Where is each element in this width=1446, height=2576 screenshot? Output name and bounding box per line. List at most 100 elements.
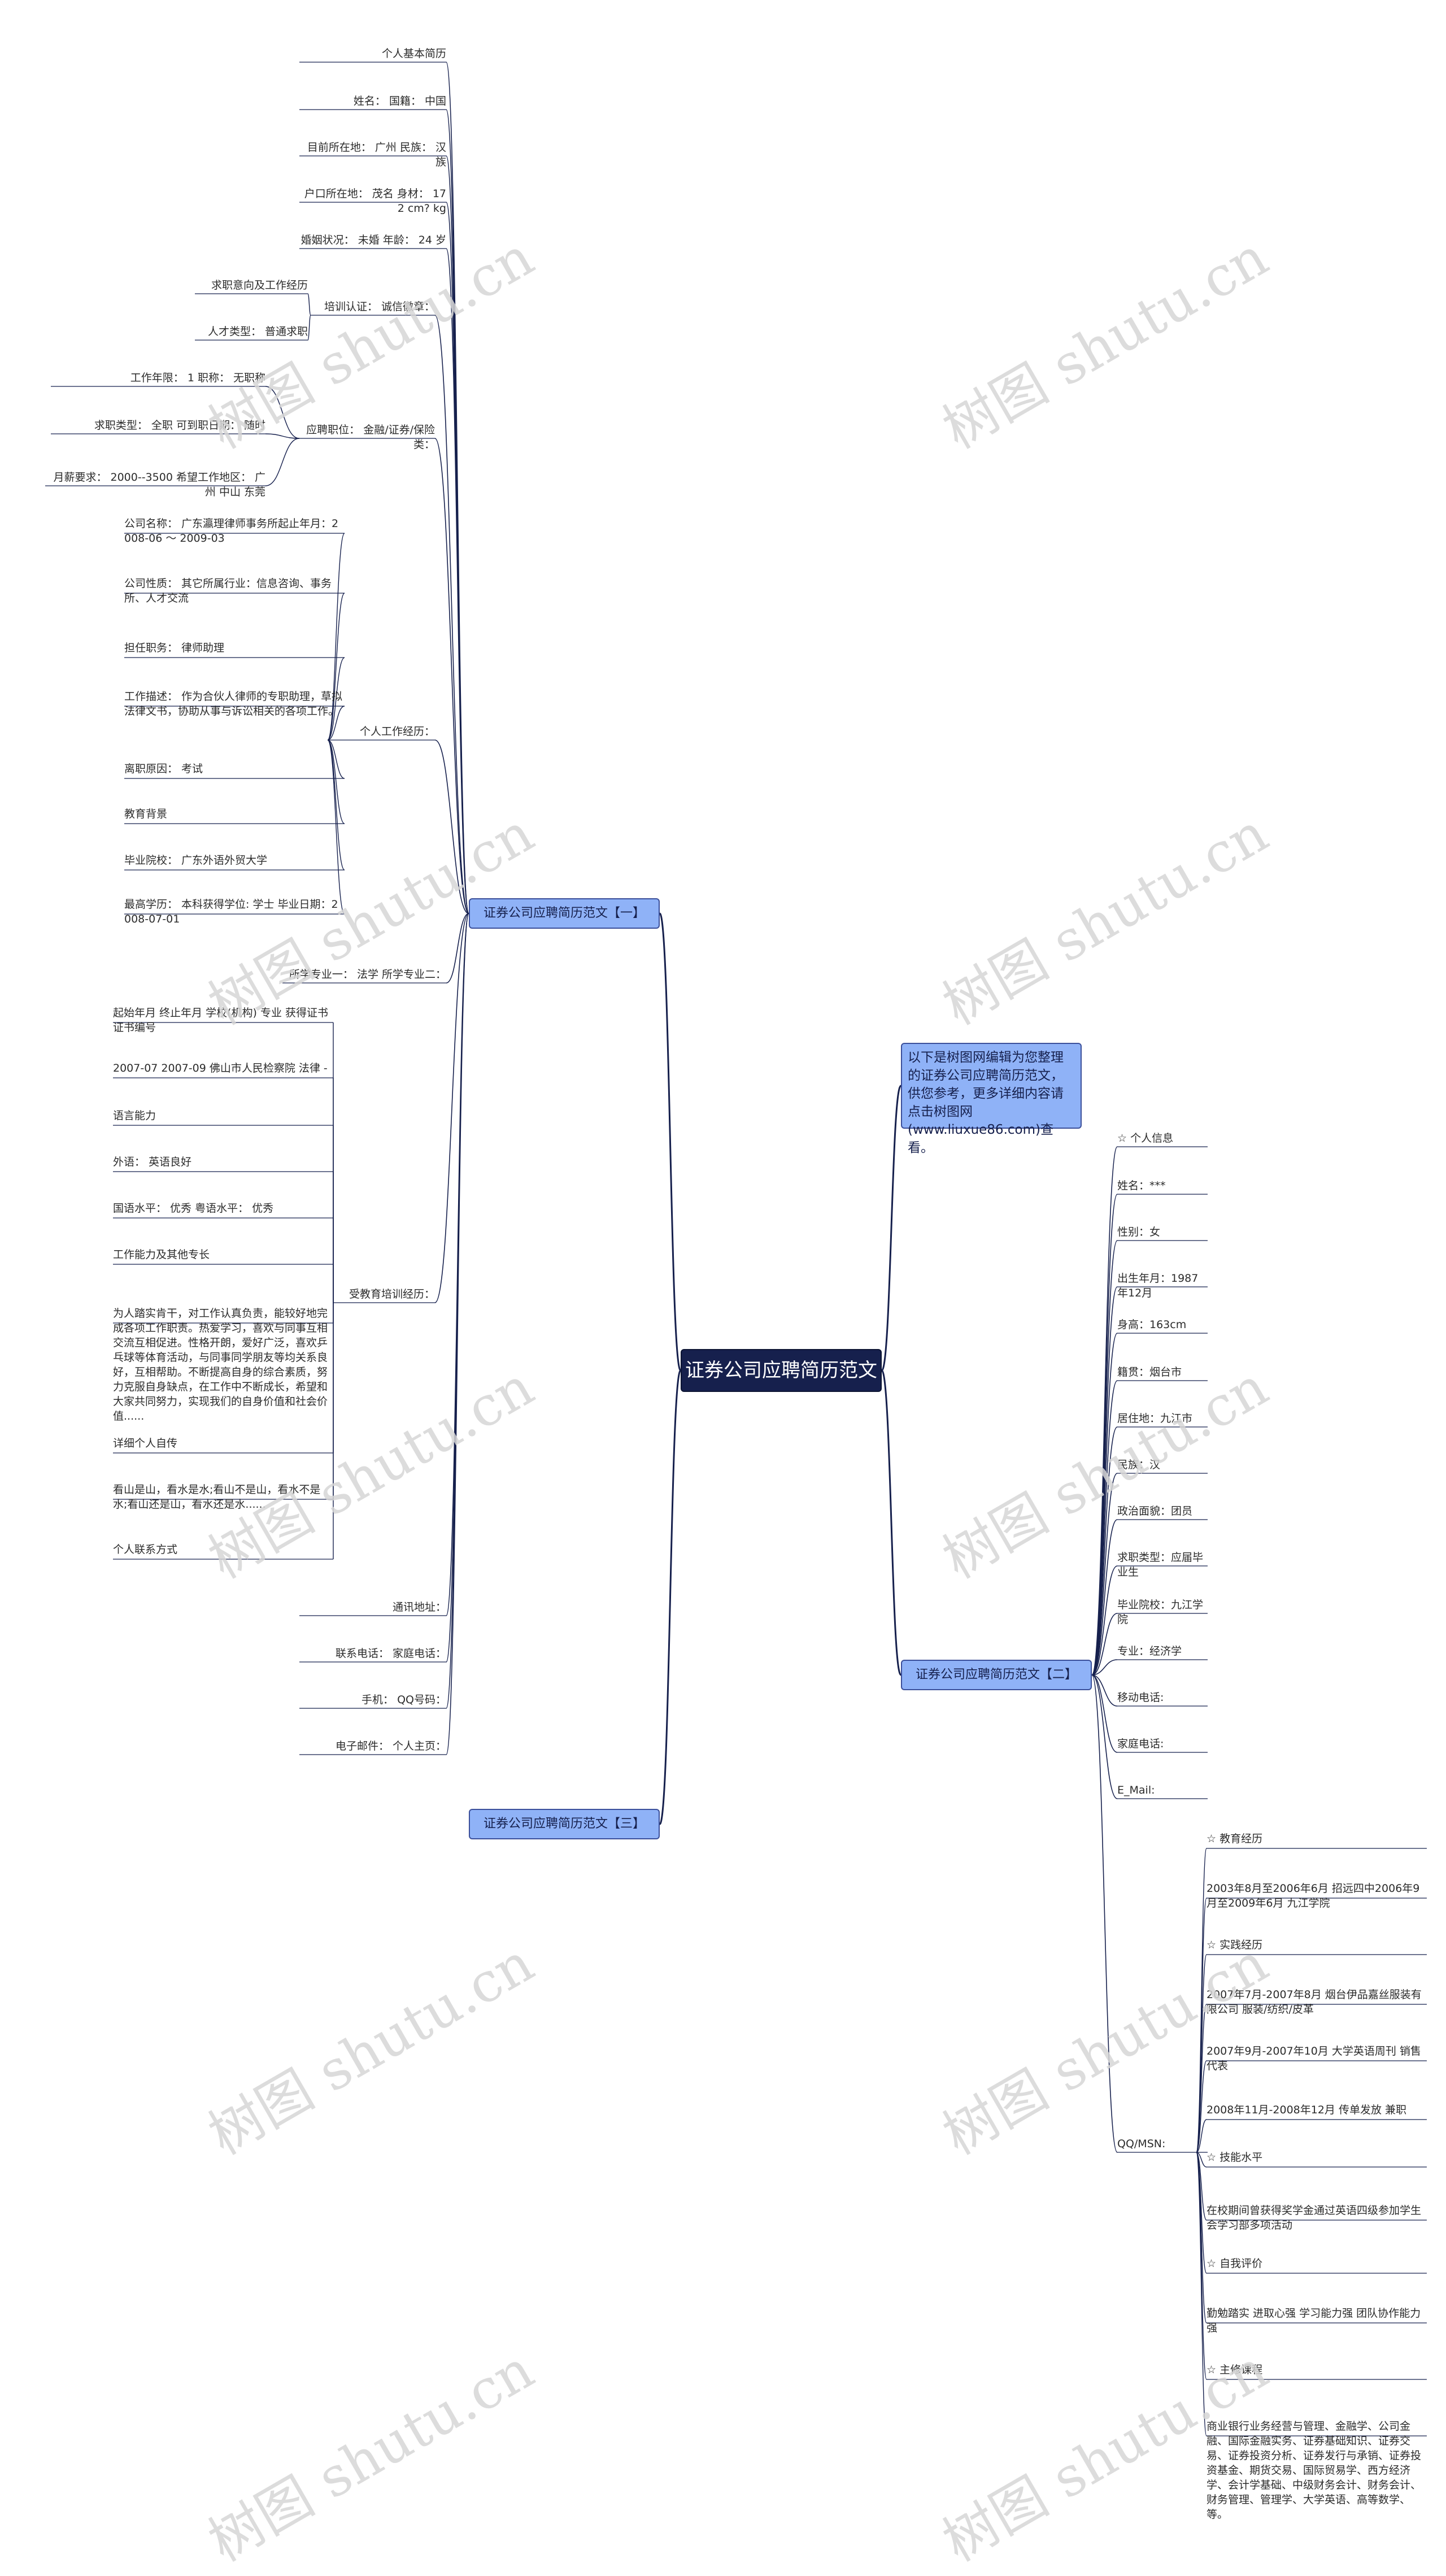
edu-child[interactable]: 外语： 英语良好 xyxy=(113,1156,192,1168)
edge-branch1-item xyxy=(446,913,469,1755)
branch2-item[interactable]: 求职类型：应届毕业生 xyxy=(1117,1551,1204,1578)
edge-branch2-item xyxy=(1091,1674,1118,1753)
qq-child[interactable]: 商业银行业务经营与管理、金融学、公司金融、国际金融实务、证券基础知识、证券交易、… xyxy=(1207,2420,1422,2521)
edu-child[interactable]: 语言能力 xyxy=(113,1109,156,1122)
branch2-item[interactable]: 性别：女 xyxy=(1117,1226,1161,1238)
edge-branch2-item xyxy=(1091,1473,1118,1676)
branch2-item[interactable]: QQ/MSN: xyxy=(1117,2138,1166,2150)
branch1-item[interactable]: 电子邮件： 个人主页： xyxy=(335,1740,446,1752)
work-child[interactable]: 工作描述： 作为合伙人律师的专职助理，草拟法律文书，协助从事与诉讼相关的各项工作… xyxy=(124,690,343,717)
branch1-item[interactable]: 个人工作经历： xyxy=(359,725,435,738)
edge-work-child xyxy=(327,533,345,741)
edge-position-child xyxy=(265,433,300,439)
branch2-item[interactable]: 姓名：*** xyxy=(1117,1180,1166,1192)
edu-child[interactable]: 看山是山，看水是水;看山不是山，看水不是水;看山还是山，看水还是水...... xyxy=(113,1483,321,1511)
cert-child[interactable]: 人才类型： 普通求职 xyxy=(207,325,308,338)
work-child[interactable]: 教育背景 xyxy=(124,808,168,820)
branch1-item[interactable]: 个人基本简历 xyxy=(381,47,446,60)
position-child[interactable]: 月薪要求： 2000--3500 希望工作地区： 广州 中山 东莞 xyxy=(53,471,265,498)
edu-child[interactable]: 为人踏实肯干，对工作认真负责，能较好地完成各项工作职责。热爱学习，喜欢与同事互相… xyxy=(113,1307,328,1422)
edge-branch1-item xyxy=(434,913,469,1303)
edge-qq-child xyxy=(1196,1898,1207,2153)
qq-child[interactable]: 勤勉踏实 进取心强 学习能力强 团队协作能力强 xyxy=(1207,2307,1421,2334)
work-child[interactable]: 毕业院校： 广东外语外贸大学 xyxy=(124,854,268,867)
edge-position-child xyxy=(265,438,300,486)
branch2-item[interactable]: 出生年月：1987年12月 xyxy=(1117,1272,1199,1299)
edge-qq-child xyxy=(1196,2152,1207,2168)
qq-child[interactable]: ☆ 主修课程 xyxy=(1207,2364,1263,2376)
branch2-item[interactable]: 身高：163cm xyxy=(1117,1319,1187,1331)
branch-2-node[interactable]: 证券公司应聘简历范文【二】 xyxy=(901,1660,1092,1690)
branch1-item[interactable]: 所学专业一： 法学 所学专业二： xyxy=(289,968,446,981)
branch-1-node[interactable]: 证券公司应聘简历范文【一】 xyxy=(469,898,660,929)
branch2-item[interactable]: 家庭电话: xyxy=(1117,1738,1164,1750)
branch2-item[interactable]: 民族：汉 xyxy=(1117,1459,1161,1471)
intro-note[interactable]: 以下是树图网编辑为您整理的证券公司应聘简历范文，供您参考，更多详细内容请点击树图… xyxy=(901,1043,1082,1155)
qq-child[interactable]: 2008年11月-2008年12月 传单发放 兼职 xyxy=(1207,2104,1406,2116)
edge-work-child xyxy=(327,739,345,871)
qq-child[interactable]: 2007年7月-2007年8月 烟台伊品嘉丝服装有限公司 服装/纺织/皮革 xyxy=(1207,1988,1422,2016)
edge-root-branch3 xyxy=(659,1369,682,1825)
qq-child[interactable]: ☆ 实践经历 xyxy=(1207,1939,1263,1951)
branch1-item[interactable]: 姓名： 国籍： 中国 xyxy=(353,95,446,107)
edge-root-branch1 xyxy=(659,912,682,1372)
root-node[interactable]: 证券公司应聘简历范文 xyxy=(681,1349,882,1392)
work-child[interactable]: 离职原因： 考试 xyxy=(124,763,203,775)
branch2-item[interactable]: 专业：经济学 xyxy=(1117,1645,1182,1657)
edu-child[interactable]: 个人联系方式 xyxy=(113,1543,178,1556)
branch2-item[interactable]: 毕业院校：九江学院 xyxy=(1117,1599,1204,1626)
edu-child[interactable]: 2007-07 2007-09 佛山市人民检察院 法律 - xyxy=(113,1062,328,1074)
branch1-item[interactable]: 手机： QQ号码： xyxy=(362,1694,446,1706)
edge-branch2-item xyxy=(1091,1519,1118,1676)
branch1-item[interactable]: 通讯地址： xyxy=(392,1601,446,1613)
edge-branch1-item xyxy=(446,248,469,914)
edge-work-child xyxy=(327,657,345,741)
branch-3-node[interactable]: 证券公司应聘简历范文【三】 xyxy=(469,1809,660,1839)
position-child[interactable]: 求职类型： 全职 可到职日期： 随时 xyxy=(94,419,265,432)
edu-child[interactable]: 起始年月 终止年月 学校(机构) 专业 获得证书 证书编号 xyxy=(113,1007,332,1034)
qq-child[interactable]: 2007年9月-2007年10月 大学英语周刊 销售代表 xyxy=(1207,2045,1421,2072)
branch2-item[interactable]: 居住地：九江市 xyxy=(1117,1412,1193,1425)
branch1-item[interactable]: 目前所在地： 广州 民族： 汉族 xyxy=(307,141,446,168)
branch2-item[interactable]: 移动电话: xyxy=(1117,1691,1164,1704)
edge-cert-child xyxy=(307,315,311,341)
qq-child[interactable]: ☆ 技能水平 xyxy=(1207,2151,1263,2164)
branch1-item[interactable]: 联系电话： 家庭电话： xyxy=(335,1647,446,1660)
work-child[interactable]: 公司名称： 广东瀛理律师事务所起止年月：2008-06 ～ 2009-03 xyxy=(124,517,339,545)
edge-branch2-item xyxy=(1091,1659,1118,1676)
edge-work-child xyxy=(327,706,345,741)
qq-child[interactable]: ☆ 自我评价 xyxy=(1207,2257,1263,2270)
work-child[interactable]: 公司性质： 其它所属行业：信息咨询、事务所、人才交流 xyxy=(124,577,332,604)
edge-root-intro xyxy=(881,1085,902,1372)
branch1-item[interactable]: 受教育培训经历： xyxy=(349,1288,435,1300)
branch2-item[interactable]: 籍贯：烟台市 xyxy=(1117,1366,1182,1378)
edge-qq-child xyxy=(1196,2060,1207,2153)
work-child[interactable]: 担任职务： 律师助理 xyxy=(124,642,225,654)
branch1-item[interactable]: 培训认证： 诚信徽章： xyxy=(324,301,435,313)
edge-work-child xyxy=(327,739,345,779)
qq-child[interactable]: 2003年8月至2006年6月 招远四中2006年9月至2009年6月 九江学院 xyxy=(1207,1882,1420,1909)
edge-branch2-item xyxy=(1091,1674,1118,1799)
edge-branch1-item xyxy=(434,315,469,914)
branch1-item[interactable]: 婚姻状况： 未婚 年龄： 24 岁 xyxy=(300,234,446,246)
edge-branch1-item xyxy=(446,913,469,984)
position-child[interactable]: 工作年限： 1 职称： 无职称 xyxy=(130,372,265,384)
branch2-item[interactable]: 政治面貌：团员 xyxy=(1117,1505,1193,1517)
work-child[interactable]: 最高学历： 本科获得学位: 学士 毕业日期：2008-07-01 xyxy=(124,898,338,925)
edge-branch2-item xyxy=(1091,1240,1118,1676)
branch1-item[interactable]: 户口所在地： 茂名 身材： 172 cm? kg xyxy=(304,188,446,215)
branch1-item[interactable]: 应聘职位： 金融/证券/保险类： xyxy=(306,424,435,451)
edu-child[interactable]: 详细个人自传 xyxy=(113,1437,178,1450)
edu-child[interactable]: 国语水平： 优秀 粤语水平： 优秀 xyxy=(113,1202,274,1215)
edge-branch1-item xyxy=(434,739,469,914)
edge-qq-child xyxy=(1196,2152,1207,2436)
qq-child[interactable]: 在校期间曾获得奖学金通过英语四级参加学生会学习部多项活动 xyxy=(1207,2204,1422,2231)
branch2-item[interactable]: ☆ 个人信息 xyxy=(1117,1132,1174,1145)
cert-child[interactable]: 求职意向及工作经历 xyxy=(211,279,308,291)
edge-branch2-item xyxy=(1091,1674,1118,1707)
edge-root-branch2 xyxy=(881,1369,902,1676)
edu-child[interactable]: 工作能力及其他专长 xyxy=(113,1248,210,1261)
branch2-item[interactable]: E_Mail: xyxy=(1117,1784,1155,1796)
qq-child[interactable]: ☆ 教育经历 xyxy=(1207,1833,1263,1845)
